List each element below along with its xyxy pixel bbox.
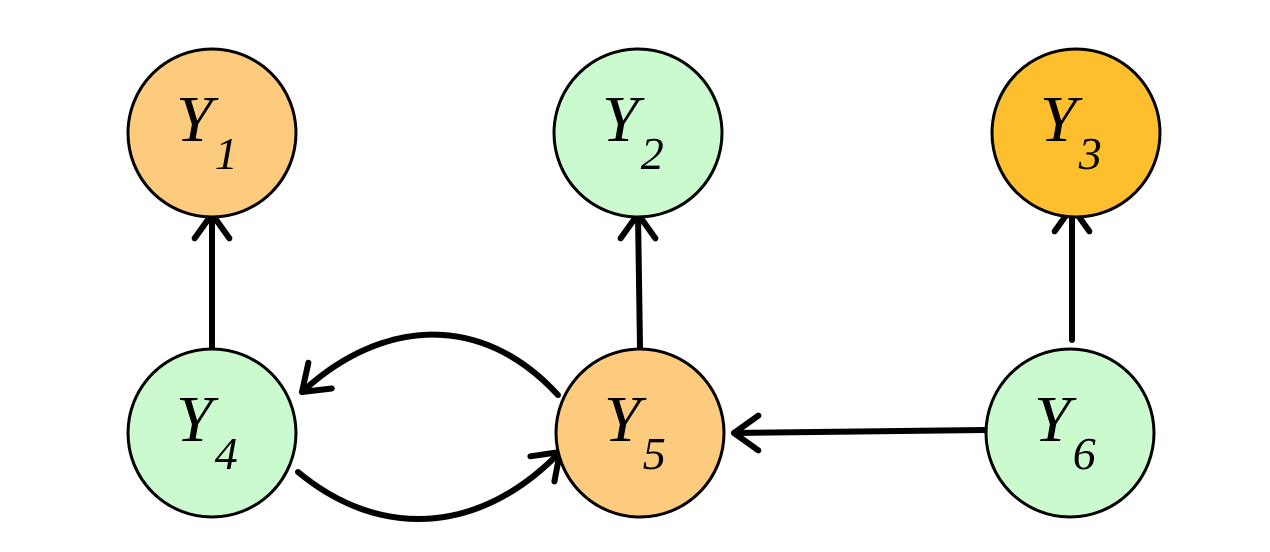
node-label: Y3 (1040, 83, 1102, 179)
node-label: Y4 (176, 383, 238, 479)
node-y1: Y1 (126, 47, 298, 219)
node-label: Y1 (176, 83, 238, 179)
node-circle (552, 47, 724, 219)
node-subscript: 1 (215, 128, 238, 179)
edge-y4-to-y5 (295, 449, 563, 522)
edge-y6-to-y3 (1051, 204, 1093, 343)
node-letter: Y (176, 83, 219, 156)
edge-y5-to-y4 (299, 331, 561, 398)
node-label: Y6 (1034, 383, 1096, 479)
node-y5: Y5 (554, 347, 726, 519)
node-circle (126, 347, 298, 519)
node-letter: Y (604, 383, 647, 456)
arrowhead-icon (731, 412, 762, 454)
node-circle (984, 347, 1156, 519)
node-y3: Y3 (990, 47, 1162, 219)
node-subscript: 2 (641, 128, 664, 179)
edge-y5-to-y2 (617, 211, 659, 350)
node-letter: Y (176, 383, 219, 456)
edge-line (295, 449, 563, 522)
edge-line (731, 427, 988, 436)
node-label: Y2 (602, 83, 664, 179)
edges-layer (191, 204, 1093, 522)
edge-y6-to-y5 (731, 412, 988, 454)
edge-y4-to-y1 (191, 211, 233, 350)
node-subscript: 6 (1073, 428, 1096, 479)
node-letter: Y (1040, 83, 1083, 156)
arrowhead-icon (299, 359, 335, 395)
edge-line (299, 331, 561, 398)
node-subscript: 3 (1078, 128, 1102, 179)
node-label: Y5 (604, 383, 666, 479)
node-y4: Y4 (126, 347, 298, 519)
node-subscript: 5 (643, 428, 666, 479)
node-circle (990, 47, 1162, 219)
edge-line (635, 211, 643, 350)
node-circle (126, 47, 298, 219)
node-letter: Y (602, 83, 645, 156)
node-y2: Y2 (552, 47, 724, 219)
node-y6: Y6 (984, 347, 1156, 519)
node-circle (554, 347, 726, 519)
node-subscript: 4 (215, 428, 238, 479)
node-letter: Y (1034, 383, 1077, 456)
